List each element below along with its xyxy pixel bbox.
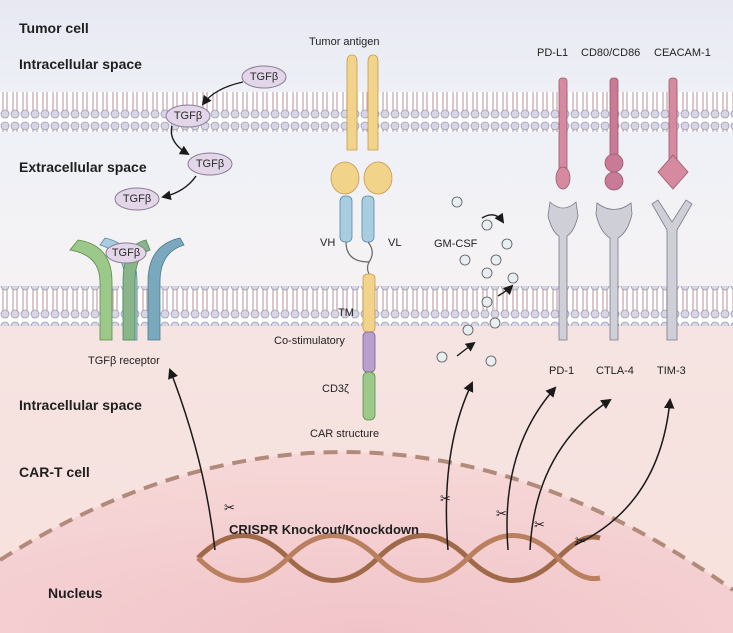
- scissors-icon: ✂: [496, 507, 507, 522]
- label-intracellular-bottom: Intracellular space: [19, 397, 142, 413]
- svg-text:TGFβ: TGFβ: [123, 193, 151, 205]
- label-cd80-cd86: CD80/CD86: [581, 47, 640, 59]
- scissors-icon: ✂: [224, 501, 235, 516]
- scissors-icon: ✂: [575, 534, 586, 549]
- gm-csf-particles: [436, 196, 519, 367]
- svg-text:TGFβ: TGFβ: [196, 158, 224, 170]
- tgfb-pill: TGFβ: [114, 187, 160, 211]
- nuclear-envelope: [0, 450, 733, 592]
- tgfb-arrow: [170, 125, 190, 156]
- gm-csf-arrow: [497, 284, 514, 297]
- gm-csf-arrow: [481, 212, 505, 224]
- label-vh: VH: [320, 237, 335, 249]
- label-costim: Co-stimulatory: [274, 335, 345, 347]
- label-tm: TM: [338, 307, 354, 319]
- label-pd-l1: PD-L1: [537, 47, 568, 59]
- knockout-arrow-pd-1: [506, 386, 557, 551]
- label-tumor-antigen: Tumor antigen: [309, 36, 380, 48]
- label-ctla-4: CTLA-4: [596, 365, 634, 377]
- label-tgfb-receptor: TGFβ receptor: [88, 355, 160, 367]
- label-nucleus: Nucleus: [48, 585, 103, 601]
- tumor-intracellular-bg: [0, 0, 733, 92]
- svg-text:TGFβ: TGFβ: [112, 247, 140, 259]
- label-gm-csf: GM-CSF: [434, 238, 478, 250]
- tim-3-receptor: [651, 199, 693, 341]
- label-tim-3: TIM-3: [657, 365, 686, 377]
- ceacam-1-ligand: [657, 77, 689, 190]
- svg-text:TGFβ: TGFβ: [250, 71, 278, 83]
- scissors-icon: ✂: [534, 518, 545, 533]
- svg-text:TGFβ: TGFβ: [174, 110, 202, 122]
- tgfb-arrow: [161, 175, 197, 201]
- label-intracellular-top: Intracellular space: [19, 56, 142, 72]
- knockout-arrow-tim-3: [574, 397, 675, 546]
- label-cd3z: CD3ζ: [322, 383, 349, 395]
- knockout-arrow-ctla-4: [529, 398, 612, 551]
- knockout-arrow-tgfb-receptor: [168, 368, 216, 551]
- gm-csf-arrow: [456, 341, 476, 357]
- tgfb-pill: TGFβ: [187, 152, 233, 176]
- scissors-icon: ✂: [440, 492, 451, 507]
- tgfb-receptor: TGFβ: [69, 237, 185, 341]
- cd80-cd86-ligand: [604, 77, 624, 191]
- label-ceacam-1: CEACAM-1: [654, 47, 711, 59]
- dna-helix: [196, 533, 601, 583]
- label-cart-cell: CAR-T cell: [19, 464, 90, 480]
- car-structure: [330, 54, 393, 421]
- label-crispr: CRISPR Knockout/Knockdown: [229, 522, 419, 537]
- pd-1-receptor: [547, 201, 579, 341]
- pd-l1-ligand: [555, 77, 571, 190]
- ctla-4-receptor: [595, 202, 633, 341]
- tgfb-pill: TGFβ: [165, 104, 211, 128]
- nucleus: [0, 452, 733, 633]
- tgfb-arrow: [201, 81, 244, 106]
- label-vl: VL: [388, 237, 401, 249]
- label-car-structure: CAR structure: [310, 428, 379, 440]
- tgfb-pill: TGFβ: [241, 65, 287, 89]
- label-pd-1: PD-1: [549, 365, 574, 377]
- tumor-membrane: [0, 92, 733, 132]
- label-tumor-cell: Tumor cell: [19, 20, 89, 36]
- knockout-arrow-gm-csf: [445, 381, 474, 551]
- label-extracellular: Extracellular space: [19, 159, 147, 175]
